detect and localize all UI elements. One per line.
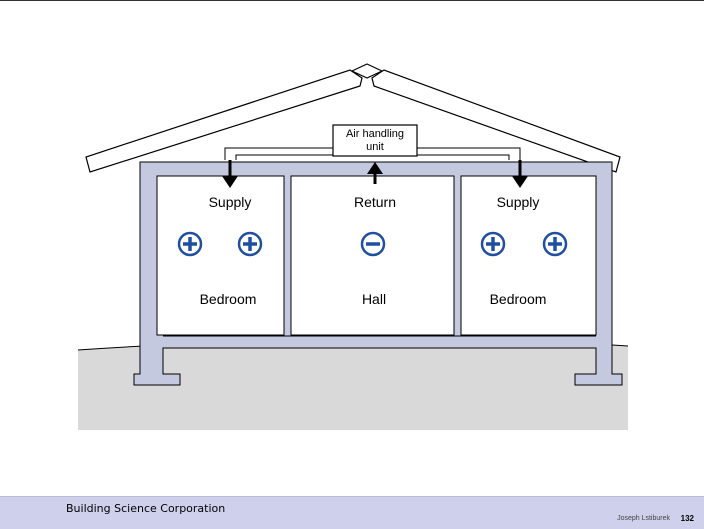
supply-arrow-right-icon [512, 160, 528, 188]
room-center-name-label: Hall [362, 291, 386, 307]
roof-left [85, 69, 363, 173]
footer: Building Science Corporation Joseph Lsti… [0, 496, 704, 529]
house-airflow-diagram: Air handling unit Supply Return Supply B… [77, 63, 629, 430]
positive-pressure-icon [480, 231, 506, 257]
air-handling-unit-label-line1: Air handling [346, 128, 404, 140]
roof-ridge-cap [350, 63, 384, 79]
ground [78, 339, 628, 430]
footer-organization: Building Science Corporation [66, 502, 226, 515]
negative-pressure-icon [360, 231, 386, 257]
room-left-airflow-label: Supply [209, 194, 252, 210]
page-number: 132 [680, 514, 694, 523]
positive-pressure-icon [177, 231, 203, 257]
room-left-name-label: Bedroom [200, 291, 257, 307]
air-handling-unit-label-line2: unit [366, 141, 384, 153]
room-right-name-label: Bedroom [490, 291, 547, 307]
room-right-airflow-label: Supply [497, 194, 540, 210]
roof-right [371, 69, 621, 173]
positive-pressure-icon [237, 231, 263, 257]
room-right-interior [460, 175, 597, 336]
room-center-airflow-label: Return [354, 194, 396, 210]
room-left-interior [156, 175, 285, 336]
positive-pressure-icon [542, 231, 568, 257]
air-handling-unit [332, 124, 418, 157]
supply-arrow-left-icon [222, 160, 238, 188]
top-border [0, 0, 704, 1]
return-arrow-icon [367, 162, 383, 184]
footer-author: Joseph Lstiburek [617, 515, 670, 522]
